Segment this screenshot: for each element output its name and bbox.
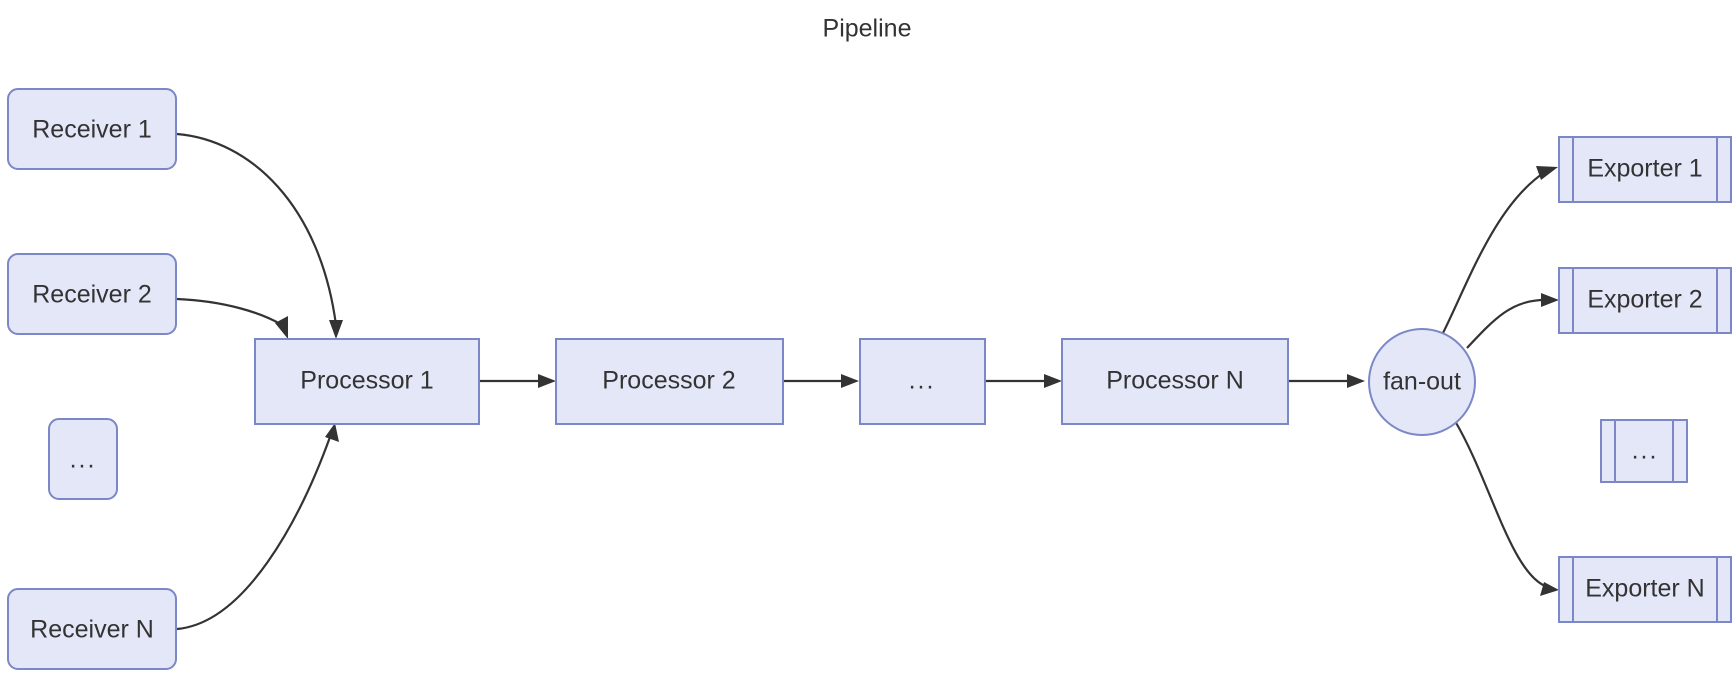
- fan-out-shape[interactable]: [1368, 328, 1476, 436]
- exporters-group: Exporter 1 Exporter 2 ... Exporter N: [1558, 136, 1732, 623]
- processor-ellipsis-shape[interactable]: [859, 338, 986, 425]
- node-receiver-1[interactable]: Receiver 1: [7, 88, 177, 170]
- diagram-title: Pipeline: [823, 15, 912, 43]
- exporter-1-shape[interactable]: [1558, 136, 1732, 203]
- node-exporter-n[interactable]: Exporter N: [1558, 556, 1732, 623]
- node-receiver-2[interactable]: Receiver 2: [7, 253, 177, 335]
- processor-2-shape[interactable]: [555, 338, 784, 425]
- edge-fanout-to-exporter-2: [1466, 293, 1559, 349]
- edge-processor-1-to-processor-2: [479, 374, 556, 388]
- node-exporter-ellipsis[interactable]: ...: [1600, 419, 1688, 483]
- processors-group: Processor 1 Processor 2 ... Processor N: [254, 338, 1289, 425]
- exporter-n-shape[interactable]: [1558, 556, 1732, 623]
- node-processor-ellipsis[interactable]: ...: [859, 338, 986, 425]
- edge-fanout-to-exporter-n: [1454, 420, 1559, 596]
- exporter-ellipsis-shape[interactable]: [1600, 419, 1688, 483]
- node-receiver-n[interactable]: Receiver N: [7, 588, 177, 670]
- edge-receiver-1-to-processor-1: [176, 132, 343, 339]
- node-processor-2[interactable]: Processor 2: [555, 338, 784, 425]
- node-fan-out[interactable]: fan-out: [1368, 328, 1476, 436]
- node-receiver-ellipsis[interactable]: ...: [48, 418, 118, 500]
- processor-1-shape[interactable]: [254, 338, 480, 425]
- node-processor-n[interactable]: Processor N: [1061, 338, 1289, 425]
- edge-processor-n-to-fanout: [1288, 374, 1365, 388]
- node-processor-1[interactable]: Processor 1: [254, 338, 480, 425]
- node-exporter-1[interactable]: Exporter 1: [1558, 136, 1732, 203]
- receiver-n-shape[interactable]: [7, 588, 177, 670]
- edge-fanout-to-exporter-1: [1442, 166, 1558, 334]
- node-exporter-2[interactable]: Exporter 2: [1558, 267, 1732, 334]
- receiver-ellipsis-shape[interactable]: [48, 418, 118, 500]
- receiver-1-shape[interactable]: [7, 88, 177, 170]
- edge-receiver-2-to-processor-1: [176, 297, 288, 339]
- edge-receiver-n-to-processor-1: [176, 423, 339, 631]
- exporter-2-shape[interactable]: [1558, 267, 1732, 334]
- receivers-group: Receiver 1 Receiver 2 ... Receiver N: [7, 88, 177, 670]
- receiver-2-shape[interactable]: [7, 253, 177, 335]
- edge-processor-2-to-processor-ellipsis: [783, 374, 859, 388]
- processor-n-shape[interactable]: [1061, 338, 1289, 425]
- edge-processor-ellipsis-to-processor-n: [985, 374, 1062, 388]
- edge-group: [176, 132, 1559, 631]
